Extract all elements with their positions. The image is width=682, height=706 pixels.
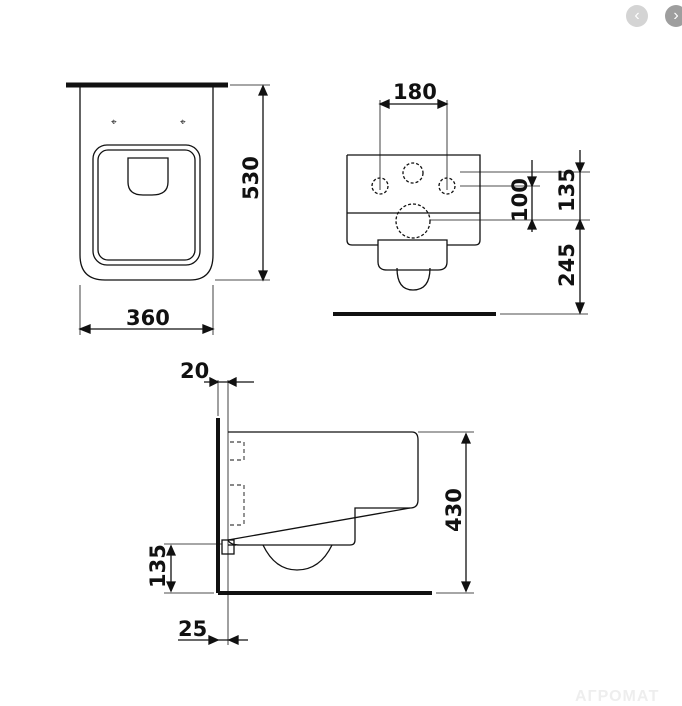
front-view (333, 98, 590, 316)
chevron-right-icon: › (673, 7, 679, 24)
dim-top-width: 360 (126, 306, 170, 330)
side-view (164, 376, 474, 646)
prev-button[interactable]: ‹ (626, 5, 648, 27)
top-view: ⌖ ⌖ (66, 82, 270, 335)
dim-top-height: 530 (239, 156, 263, 200)
svg-text:⌖: ⌖ (111, 117, 117, 128)
dim-front-floor: 245 (555, 243, 579, 287)
dim-front-inlet: 135 (555, 168, 579, 212)
dim-side-height: 430 (442, 488, 466, 532)
dim-side-outlet: 135 (146, 544, 170, 588)
chevron-left-icon: ‹ (634, 7, 640, 24)
dim-front-spacing: 180 (393, 80, 437, 104)
svg-text:⌖: ⌖ (180, 117, 186, 128)
next-button[interactable]: › (665, 5, 682, 27)
dim-side-bottom: 25 (178, 617, 207, 641)
dim-front-outlet: 100 (508, 178, 532, 222)
dim-side-wall: 20 (180, 359, 209, 383)
watermark: АГРОМАТ (575, 688, 660, 705)
